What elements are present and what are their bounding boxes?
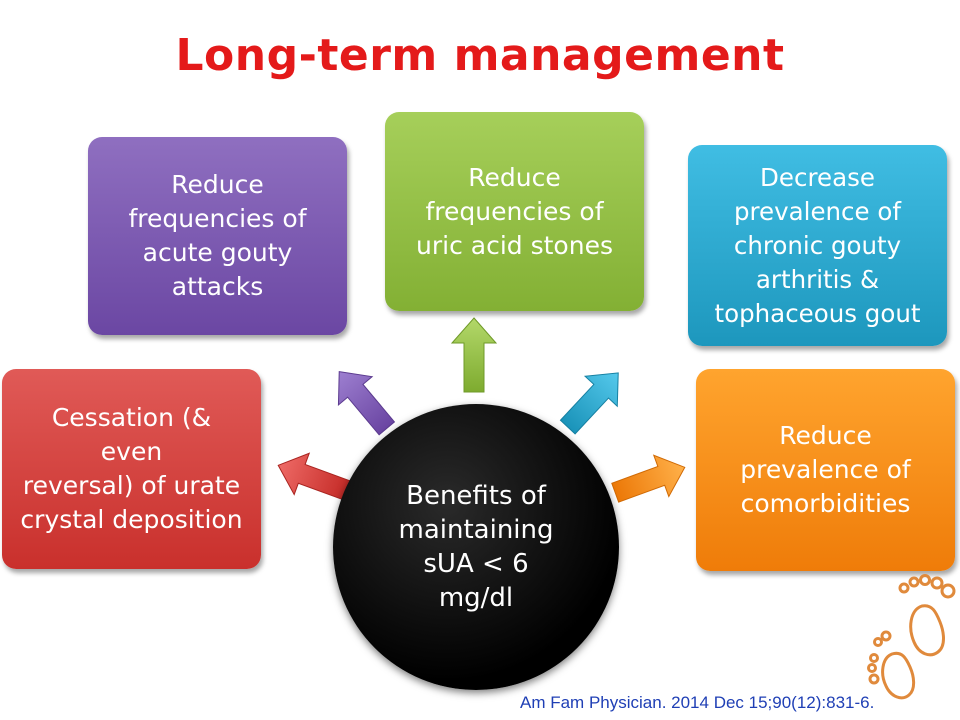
center-circle: Benefits of maintaining sUA < 6 mg/dl — [333, 404, 619, 690]
center-line: Benefits of — [406, 481, 546, 511]
center-line: maintaining — [398, 515, 554, 545]
benefit-box-comorbidities: Reduce prevalence of comorbidities — [696, 369, 955, 571]
box-line: tophaceous gout — [714, 298, 921, 328]
box-line: uric acid stones — [416, 230, 613, 260]
box-line: reversal) of urate — [22, 471, 241, 500]
benefit-box-uric-acid-stones: Reduce frequencies of uric acid stones — [385, 112, 644, 311]
box-line: frequencies of — [128, 204, 307, 233]
citation-text: Am Fam Physician. 2014 Dec 15;90(12):831… — [520, 693, 875, 712]
arrow-icon-green — [450, 317, 498, 393]
box-line: Decrease — [760, 162, 875, 192]
benefit-box-crystal-deposition: Cessation (& even reversal) of urate cry… — [2, 369, 261, 569]
box-line: comorbidities — [740, 489, 911, 518]
center-line: sUA < 6 — [423, 549, 529, 579]
box-line: Cessation (& even — [51, 403, 212, 466]
arrow-icon-purple — [337, 371, 396, 436]
benefit-box-acute-attacks: Reduce frequencies of acute gouty attack… — [88, 137, 347, 335]
box-line: arthritis & — [755, 264, 880, 294]
box-line: Reduce — [468, 162, 561, 192]
box-line: attacks — [171, 272, 264, 301]
benefit-box-chronic-gout: Decrease prevalence of chronic gouty art… — [688, 145, 947, 346]
arrow-icon-orange — [611, 454, 686, 503]
arrow-icon-blue — [559, 372, 619, 435]
footprints-icon — [867, 574, 956, 700]
box-line: prevalence of — [733, 196, 901, 226]
box-line: acute gouty — [142, 238, 293, 267]
box-line: Reduce — [171, 170, 264, 199]
box-line: prevalence of — [740, 455, 911, 484]
page-title: Long-term management — [175, 30, 785, 81]
box-line: Reduce — [779, 421, 872, 450]
center-line: mg/dl — [438, 583, 514, 613]
box-line: frequencies of — [425, 196, 604, 226]
box-line: crystal deposition — [20, 505, 243, 534]
box-line: chronic gouty — [733, 230, 902, 260]
